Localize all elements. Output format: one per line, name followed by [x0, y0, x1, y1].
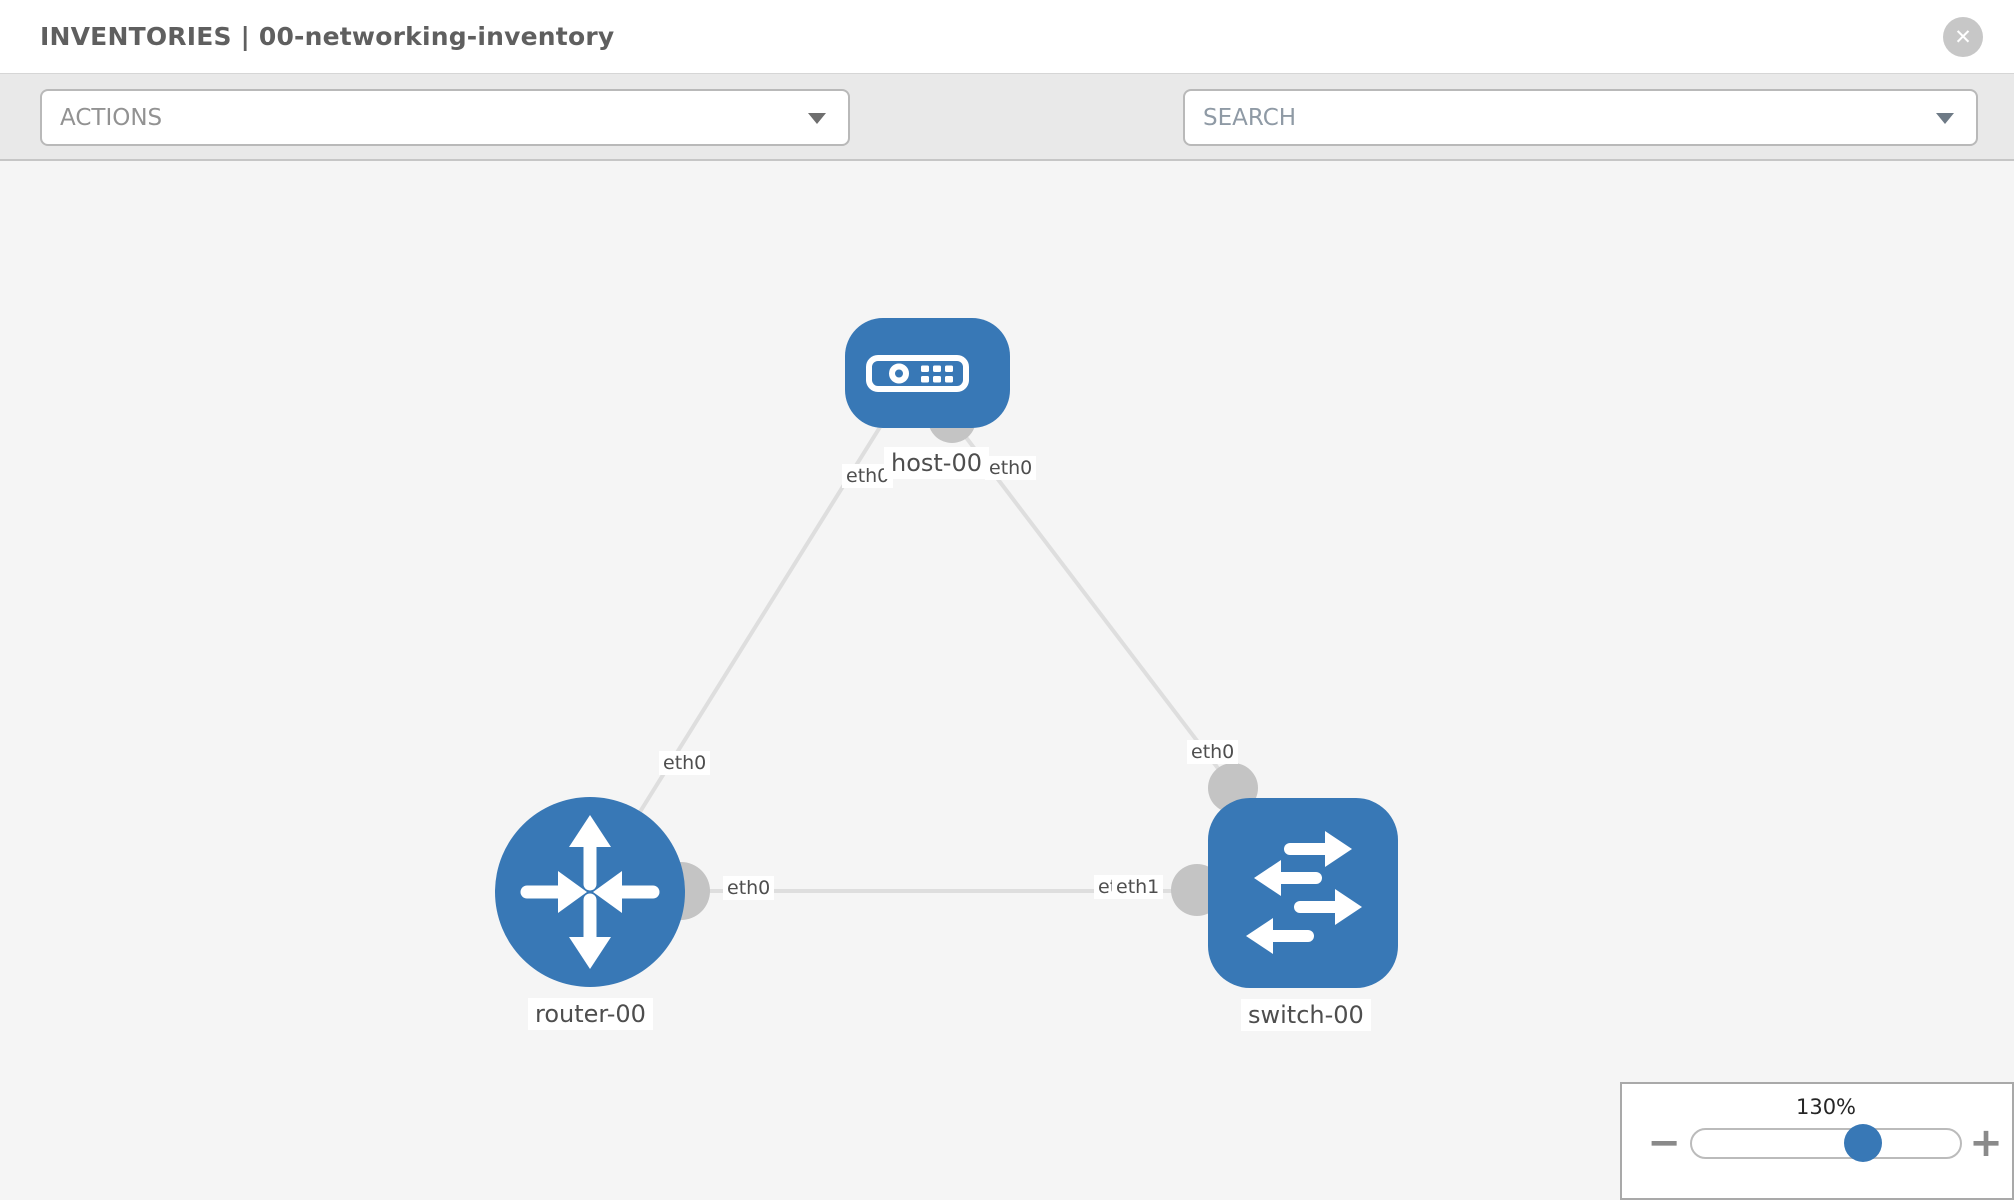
header-bar: INVENTORIES | 00-networking-inventory ✕ — [0, 0, 2014, 73]
link-host-switch — [950, 417, 1235, 790]
minus-icon: − — [1647, 1120, 1681, 1166]
plus-icon: + — [1969, 1120, 2003, 1166]
actions-dropdown[interactable]: ACTIONS — [40, 89, 850, 146]
links-layer — [588, 409, 1303, 894]
node-label-switch: switch-00 — [1241, 999, 1371, 1031]
chevron-down-icon — [1936, 112, 1954, 124]
zoom-control-panel: 130% − + — [1620, 1082, 2014, 1200]
iface-label-switch-to-router: eth1 — [1112, 875, 1164, 899]
actions-dropdown-label: ACTIONS — [60, 104, 163, 131]
node-label-host: host-00 — [884, 447, 990, 479]
host-icon — [866, 355, 969, 392]
toolbar: ACTIONS SEARCH — [0, 73, 2014, 209]
topology-canvas[interactable]: host-00 router-00 switch-00 eth0 eth0 et… — [0, 161, 2014, 1200]
iface-label-router-to-host: eth0 — [659, 751, 711, 775]
node-router-00[interactable] — [495, 797, 685, 987]
search-dropdown-label: SEARCH — [1203, 104, 1297, 131]
router-icon — [520, 815, 660, 969]
zoom-slider-thumb[interactable] — [1844, 1124, 1882, 1162]
node-switch-00[interactable] — [1208, 798, 1398, 988]
iface-label-switch-to-host: eth0 — [1187, 740, 1239, 764]
page-title: INVENTORIES | 00-networking-inventory — [40, 22, 615, 51]
node-host-00[interactable] — [845, 318, 1010, 428]
close-button[interactable]: ✕ — [1943, 17, 1983, 57]
zoom-out-button[interactable]: − — [1644, 1122, 1684, 1164]
iface-label-router-to-switch: eth0 — [723, 876, 775, 900]
switch-icon — [1246, 831, 1362, 954]
search-dropdown[interactable]: SEARCH — [1183, 89, 1978, 146]
chevron-down-icon — [808, 112, 826, 124]
zoom-level-label: 130% — [1795, 1095, 1857, 1119]
close-icon: ✕ — [1954, 25, 1972, 49]
zoom-slider-track[interactable] — [1690, 1128, 1962, 1159]
node-label-router: router-00 — [528, 998, 653, 1030]
topology-svg — [495, 318, 1398, 988]
zoom-in-button[interactable]: + — [1966, 1122, 2006, 1164]
iface-label-host-to-switch: eth0 — [985, 456, 1037, 480]
